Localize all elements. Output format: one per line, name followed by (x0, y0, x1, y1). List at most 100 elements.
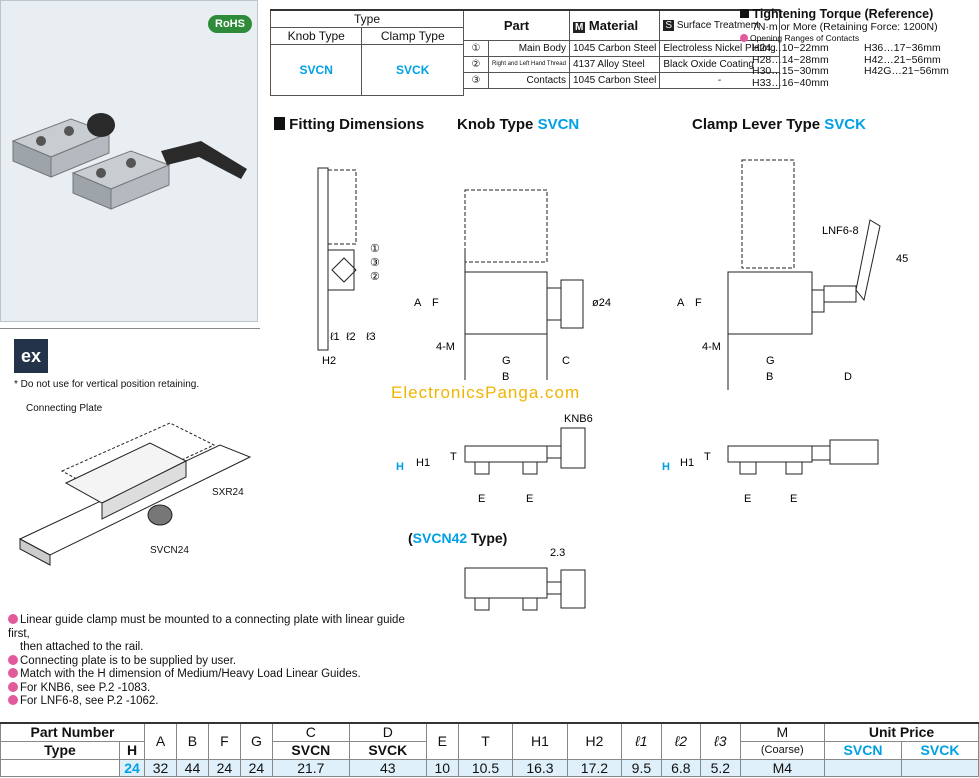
knob-type-title: Knob Type SVCN (457, 116, 579, 133)
fitting-title: Fitting Dimensions (274, 116, 424, 133)
dim-e-clamp-1: E (744, 493, 751, 505)
dim-m-knob: 4-M (436, 341, 455, 353)
cell-l3: 5.2 (700, 758, 741, 777)
dim-h-knob: H (396, 461, 404, 473)
cell-m: M4 (739, 758, 826, 777)
dim-h2: H2 (322, 355, 336, 367)
col-m: M (739, 722, 826, 742)
dim-b-knob: B (502, 371, 509, 383)
svcn-label: SVCN24 (150, 545, 189, 556)
cell-c: 21.7 (271, 758, 350, 777)
dim-a-clamp: A (677, 297, 685, 309)
usage-diagram (18, 422, 252, 566)
type-header: Type (0, 740, 120, 760)
svcn42-close: Type) (467, 530, 508, 546)
range-item: H42…21~56mm (864, 53, 941, 66)
torque-title: Tightening Torque (Reference) (740, 7, 976, 21)
row-material: 1045 Carbon Steel (568, 71, 661, 89)
note-text: Linear guide clamp must be mounted to a … (8, 614, 405, 640)
col-l1: ℓ1 (621, 722, 662, 760)
callout-1: ① (370, 243, 380, 255)
col-b: B (175, 722, 209, 760)
dim-l2: ℓ2 (346, 331, 356, 343)
cell-b: 44 (175, 758, 209, 777)
square-bullet-icon (740, 9, 749, 18)
cell-h1: 16.3 (512, 758, 568, 777)
dim-d: D (844, 371, 852, 383)
dim-b-clamp: B (766, 371, 773, 383)
material-header-cell: M Material (568, 9, 661, 41)
dim-45: 45 (896, 253, 908, 265)
dim-e-knob-1: E (478, 493, 485, 505)
range-item: H24…10~22mm (752, 42, 829, 54)
h-header: H (119, 740, 145, 760)
col-a: A (144, 722, 177, 760)
note-icon (8, 614, 18, 624)
col-e: E (425, 722, 459, 760)
row-part: Contacts (488, 71, 570, 89)
usage-panel: ex * Do not use for vertical position re… (0, 328, 260, 611)
col-f: F (207, 722, 241, 760)
row-part: Main Body (488, 39, 570, 57)
note-icon (8, 654, 18, 665)
surface-icon: S (663, 19, 675, 31)
spec-table: Part Number A B F G C D E T H1 H2 ℓ1 ℓ2 … (0, 722, 979, 777)
cell-l1: 9.5 (621, 758, 662, 777)
part-header: Part (463, 9, 570, 41)
range-item: H42G…21~56mm (864, 65, 949, 77)
note-icon (8, 695, 18, 705)
note-text: Match with the H dimension of Medium/Hea… (20, 668, 361, 680)
col-h1: H1 (512, 722, 568, 760)
material-table: Part M Material S Surface Treatment ① Ma… (463, 9, 780, 89)
dim-t-clamp: T (704, 451, 711, 463)
row-material: 1045 Carbon Steel (568, 39, 661, 57)
col-t: T (457, 722, 514, 760)
cell-t: 10.5 (457, 758, 514, 777)
clamp-type-value: SVCK (361, 44, 464, 96)
price-svcn-header: SVCN (824, 740, 902, 760)
torque-title-text: Tightening Torque (Reference) (752, 7, 934, 21)
surface-header: Surface Treatment (676, 19, 760, 31)
col-d: D (348, 722, 427, 742)
usage-warning: * Do not use for vertical position retai… (14, 379, 200, 390)
dim-phi24: ø24 (592, 297, 611, 309)
surface-header-cell: S Surface Treatment (659, 9, 780, 41)
dim-a-knob: A (414, 297, 422, 309)
clamp-type-label: Clamp Type (361, 27, 464, 45)
dim-h1-knob: H1 (416, 457, 430, 469)
c-sub-header: SVCN (271, 740, 350, 760)
row-no: ① (463, 39, 489, 57)
type-table: Type Knob Type Clamp Type SVCN SVCK (269, 9, 464, 96)
svcn42-code: SVCN42 (412, 530, 468, 546)
dim-g-knob: G (502, 355, 511, 367)
rohs-badge: RoHS (208, 15, 252, 33)
knob-type-label: Knob Type (269, 27, 363, 45)
dim-m-clamp: 4-M (702, 341, 721, 353)
col-c: C (271, 722, 350, 742)
note-item: For KNB6, see P.2 -1083. (8, 681, 428, 696)
note-item: Connecting plate is to be supplied by us… (8, 654, 428, 669)
dim-g-clamp: G (766, 355, 775, 367)
torque-value: 7N·m or More (Retaining Force: 1200N) (752, 21, 938, 33)
notes-list: Linear guide clamp must be mounted to a … (8, 614, 428, 709)
material-row: ③ Contacts 1045 Carbon Steel - (463, 71, 780, 89)
col-h2: H2 (566, 722, 623, 760)
watermark: ElectronicsPanga.com (391, 383, 581, 402)
fitting-title-text: Fitting Dimensions (289, 116, 425, 133)
material-header: Material (588, 17, 639, 33)
sxr-label: SXR24 (212, 487, 244, 498)
dim-e-clamp-2: E (790, 493, 797, 505)
note-icon (8, 668, 18, 678)
cell-a: 32 (144, 758, 177, 777)
note-text: Connecting plate is to be supplied by us… (20, 654, 237, 667)
type-header: Type (270, 9, 464, 28)
cell-h: 24 (119, 758, 145, 777)
technical-drawings: ① ③ ② ℓ1 ℓ2 ℓ3 H2 A F 4-M G B C ø24 A F … (317, 159, 908, 611)
dim-t-knob: T (450, 451, 457, 463)
clamp-type-title: Clamp Lever Type SVCK (692, 116, 866, 133)
range-item: H28…14~28mm (752, 53, 829, 66)
dim-f-clamp: F (695, 297, 702, 309)
d-sub-header: SVCK (348, 740, 427, 760)
range-item: H30…15~30mm (752, 65, 829, 77)
svcn42-open: ( (408, 530, 413, 546)
